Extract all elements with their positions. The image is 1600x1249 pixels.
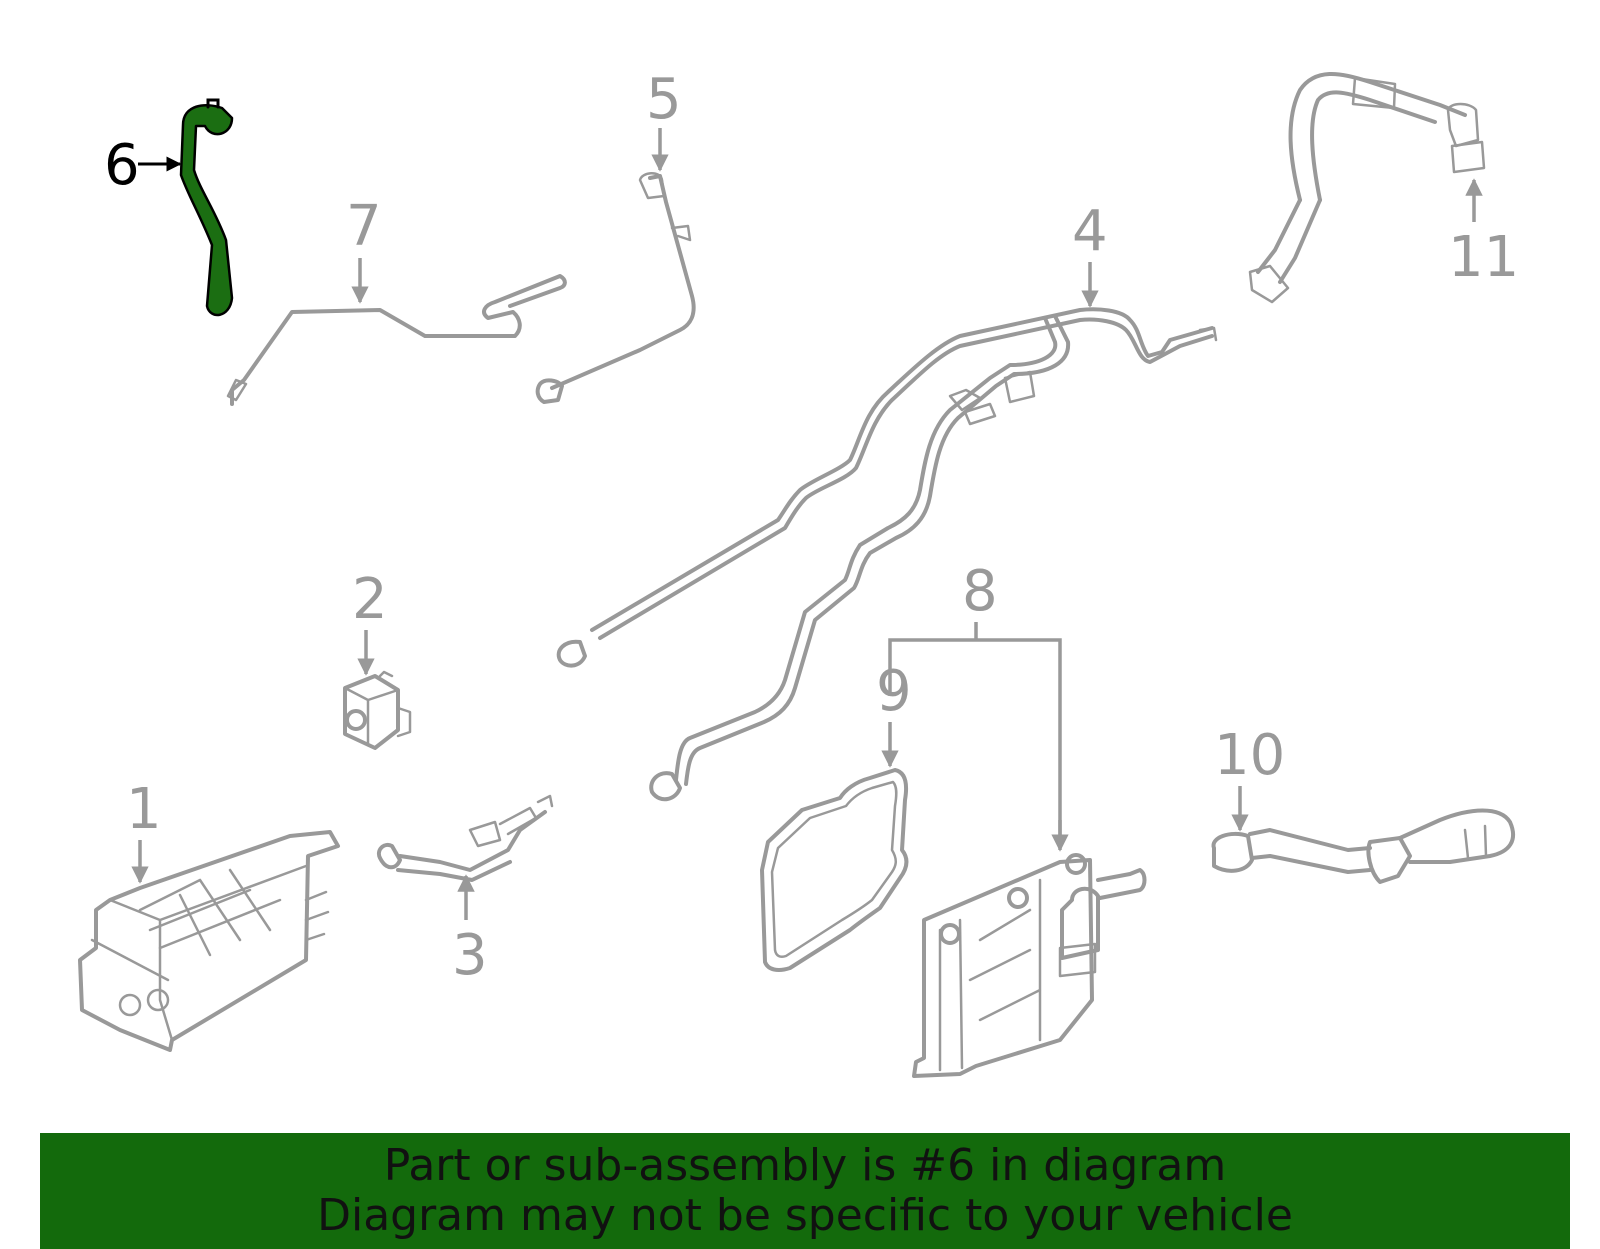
callout-1-label: 1 (126, 777, 162, 842)
part-11-hose (1248, 72, 1486, 304)
callout-3: 3 (452, 874, 488, 988)
callout-8-bracket (888, 638, 1062, 848)
callout-8: 8 (888, 559, 1069, 852)
callout-1: 1 (126, 777, 162, 884)
callout-5-label: 5 (646, 67, 682, 132)
callout-7: 7 (346, 194, 382, 304)
banner-line-1: Part or sub-assembly is #6 in diagram (383, 1140, 1227, 1191)
banner-line-2: Diagram may not be specific to your vehi… (317, 1190, 1293, 1241)
part-2-solenoid (343, 670, 412, 750)
callout-2-label: 2 (352, 567, 388, 632)
callout-8-label: 8 (962, 559, 998, 624)
callout-6: 6 (104, 133, 182, 198)
callout-4-label: 4 (1072, 199, 1108, 264)
callout-6-label: 6 (104, 133, 140, 198)
part-6-highlighted[interactable] (179, 98, 234, 317)
part-10-hose (1211, 808, 1516, 884)
part-8-valve-body (912, 853, 1147, 1078)
part-1-canister (78, 830, 340, 1052)
part-5-tube (535, 172, 696, 404)
part-7-tube (226, 274, 567, 406)
callout-10-label: 10 (1214, 723, 1285, 788)
part-4-tube-assembly (556, 307, 1218, 802)
callout-9-label: 9 (876, 659, 912, 724)
callout-5: 5 (646, 67, 682, 172)
callout-2: 2 (352, 567, 388, 676)
part-9-gasket (760, 768, 909, 972)
callout-4: 4 (1072, 199, 1108, 308)
callout-9: 9 (876, 659, 912, 768)
callout-11-label: 11 (1448, 225, 1519, 290)
callout-7-label: 7 (346, 194, 382, 259)
callout-11: 11 (1448, 178, 1519, 290)
callout-3-label: 3 (452, 923, 488, 988)
callout-10: 10 (1214, 723, 1285, 832)
part-3-hose (377, 794, 554, 882)
info-banner: Part or sub-assembly is #6 in diagram Di… (40, 1133, 1570, 1249)
